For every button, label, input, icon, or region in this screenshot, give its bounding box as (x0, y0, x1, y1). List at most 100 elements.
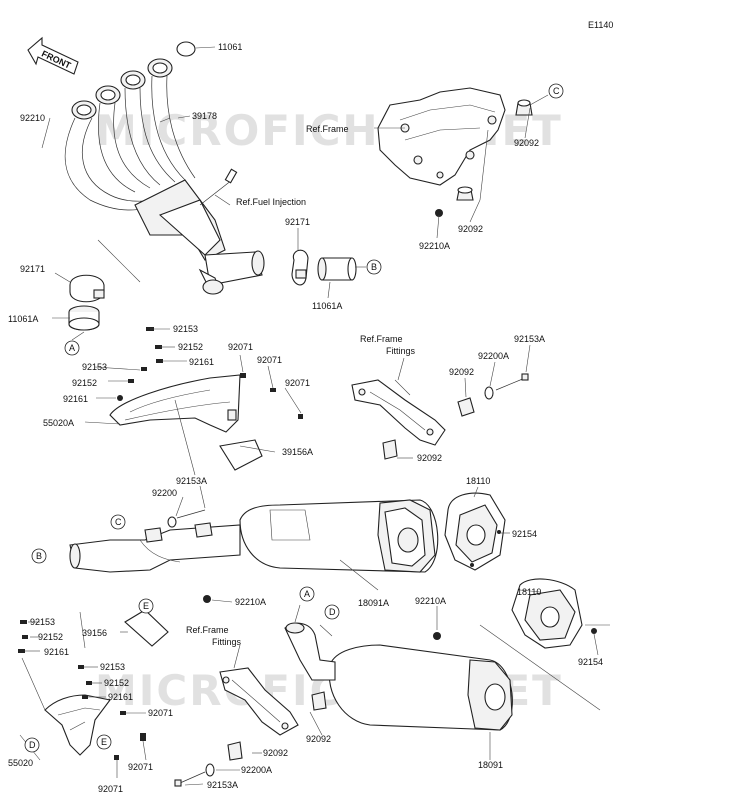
callout-c-top: C (548, 83, 564, 99)
front-arrow-icon: FRONT (27, 36, 79, 75)
part-number-labels: 11061 92210 39178 92092 92092 92210A 921… (8, 42, 603, 794)
part-label: 92210A (235, 597, 266, 607)
part-label: 92092 (449, 367, 474, 377)
part-label: 92071 (257, 355, 282, 365)
part-label: 11061 (218, 42, 242, 52)
ref-frame-fittings-upper-2: Fittings (386, 346, 416, 356)
callout-d-low: D (324, 604, 340, 620)
svg-text:E: E (143, 601, 149, 611)
gasket-11061a-right (317, 257, 357, 281)
part-label: 55020 (8, 758, 33, 768)
part-label: 92154 (578, 657, 603, 667)
part-label: 92092 (417, 453, 442, 463)
gasket-ring-11061 (176, 41, 196, 57)
silencer-18091a (69, 499, 439, 603)
svg-text:C: C (115, 517, 122, 527)
svg-text:C: C (553, 86, 560, 96)
part-label: 92161 (108, 692, 133, 702)
frame-bracket-top (377, 87, 533, 217)
silencer-18091 (284, 622, 513, 731)
callout-b-mid: B (31, 548, 47, 564)
part-label: 92071 (128, 762, 153, 772)
callout-b-top: B (366, 259, 382, 275)
end-cap-18110-lower (511, 578, 597, 649)
frame-fittings-bracket-upper (351, 373, 529, 460)
frame-fittings-bracket-lower (174, 667, 299, 787)
part-label: 39178 (192, 111, 217, 121)
exhaust-header-pipes (64, 41, 265, 295)
part-label: 92210 (20, 113, 45, 123)
part-label: 92153 (30, 617, 55, 627)
svg-text:D: D (329, 607, 336, 617)
part-label: 39156A (282, 447, 313, 457)
callout-a-left: A (64, 340, 80, 356)
ref-frame-fittings-upper-1: Ref.Frame (360, 334, 403, 344)
heat-guard-55020a (109, 374, 241, 433)
part-label: 18110 (517, 587, 541, 597)
part-label: 92092 (306, 734, 331, 744)
part-label: 92161 (63, 394, 88, 404)
part-label: 92200A (241, 765, 272, 775)
part-label: 92153A (514, 334, 545, 344)
part-label: 55020A (43, 418, 74, 428)
callout-e-left: E (96, 734, 112, 750)
part-label: 18110 (466, 476, 490, 486)
part-label: 92171 (285, 217, 310, 227)
part-label: 92071 (285, 378, 310, 388)
part-label: 11061A (8, 314, 38, 324)
svg-text:A: A (69, 343, 75, 353)
part-label: 92161 (189, 357, 214, 367)
part-label: 92153 (82, 362, 107, 372)
diagram-code: E1140 (588, 20, 613, 30)
part-label: 92161 (44, 647, 69, 657)
part-label: 92200 (152, 488, 177, 498)
svg-text:D: D (29, 740, 36, 750)
part-label: 92092 (263, 748, 288, 758)
callout-e-mid: E (138, 598, 154, 614)
part-label: 11061A (312, 301, 342, 311)
ref-fuel-injection-label: Ref.Fuel Injection (236, 197, 306, 207)
part-label: 92171 (20, 264, 45, 274)
heat-guard-39156a (219, 439, 263, 471)
part-label: 92152 (38, 632, 63, 642)
svg-text:B: B (371, 262, 377, 272)
svg-text:B: B (36, 551, 42, 561)
part-label: 92092 (458, 224, 483, 234)
heat-guard-39156 (124, 609, 169, 647)
leader-lines (19, 46, 610, 786)
clamp-92171-right (291, 249, 309, 286)
part-label: 92152 (72, 378, 97, 388)
part-label: 92210A (419, 241, 450, 251)
small-fasteners-lower (18, 620, 146, 760)
part-label: 39156 (82, 628, 107, 638)
ref-frame-fittings-lower-1: Ref.Frame (186, 625, 229, 635)
svg-text:A: A (304, 589, 310, 599)
part-label: 92154 (512, 529, 537, 539)
part-label: 92152 (178, 342, 203, 352)
part-label: 92153A (207, 780, 238, 790)
part-label: 18091A (358, 598, 389, 608)
part-label: 92071 (228, 342, 253, 352)
clamp-92171-left (69, 274, 105, 303)
part-label: 92071 (148, 708, 173, 718)
svg-text:E: E (101, 737, 107, 747)
callout-a-low: A (299, 586, 315, 602)
ref-frame-fittings-lower-2: Fittings (212, 637, 242, 647)
small-fasteners-mid (117, 327, 303, 419)
callout-d-left: D (24, 737, 40, 753)
part-label: 92153A (176, 476, 207, 486)
part-label: 92153 (173, 324, 198, 334)
part-label: 92071 (98, 784, 123, 794)
part-label: 92200A (478, 351, 509, 361)
ref-frame-label: Ref.Frame (306, 124, 349, 134)
part-label: 92153 (100, 662, 125, 672)
part-label: 92210A (415, 596, 446, 606)
end-cap-18110-upper (444, 492, 506, 571)
callout-c-mid: C (110, 514, 126, 530)
gasket-11061a-left (68, 305, 100, 331)
part-label: 92152 (104, 678, 129, 688)
part-label: 18091 (478, 760, 503, 770)
part-label: 92092 (514, 138, 539, 148)
